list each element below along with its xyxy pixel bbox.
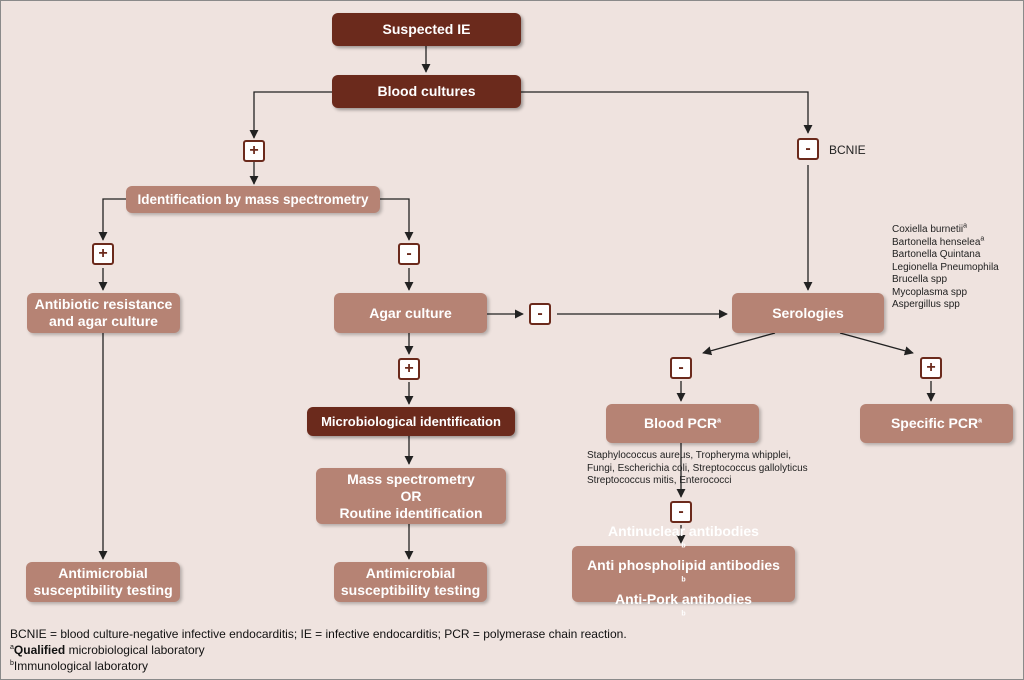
sign-minus: - [797, 138, 819, 160]
node-serologies: Serologies [732, 293, 884, 333]
organism-line: Fungi, Escherichia coli, Streptococcus g… [587, 462, 808, 474]
node-microbiological-identification: Microbiological identification [307, 407, 515, 436]
line-massspec-to-left-plus [98, 198, 128, 241]
node-suspected-ie: Suspected IE [332, 13, 521, 46]
sign-plus: + [92, 243, 114, 265]
line-cultures-to-minus [521, 91, 813, 134]
node-agar-culture: Agar culture [334, 293, 487, 333]
node-blood-cultures: Blood cultures [332, 75, 521, 108]
sign-plus: + [920, 357, 942, 379]
organism-line: Staphylococcus aureus, Tropheryma whippl… [587, 450, 791, 461]
organism-item: Aspergillus spp [892, 299, 960, 310]
organism-item: Mycoplasma spp [892, 286, 968, 298]
bcnie-label: BCNIE [829, 143, 866, 157]
sign-minus: - [529, 303, 551, 325]
line-cultures-to-plus [249, 91, 332, 139]
node-mass-spectrometry-identification: Identification by mass spectrometry [126, 186, 380, 213]
sign-plus: + [243, 140, 265, 162]
legend-note-b: bImmunological laboratory [10, 659, 148, 673]
organism-item: Legionella Pneumophila [892, 261, 999, 273]
line-massspec-to-right-minus [380, 198, 414, 241]
organism-item: Bartonella henseleaa [892, 235, 985, 248]
organism-item: Brucella spp [892, 274, 948, 285]
sign-minus: - [398, 243, 420, 265]
sign-plus: + [398, 358, 420, 380]
node-blood-pcr: Blood PCRa [606, 404, 759, 443]
legend-abbreviations: BCNIE = blood culture-negative infective… [10, 627, 627, 641]
arrow-serologies-to-minus [702, 332, 776, 356]
serology-organisms-list: Coxiella burnetiia Bartonella henseleaa … [892, 222, 999, 312]
sign-minus: - [670, 357, 692, 379]
organism-item: Bartonella Quintana [892, 249, 981, 260]
arrow-serologies-to-plus [839, 332, 914, 356]
legend-note-a: aQualified microbiological laboratory [10, 643, 205, 657]
sign-minus: - [670, 501, 692, 523]
organism-line: Streptococcus mitis, Enterococci [587, 475, 732, 486]
organism-item: Coxiella burnetiia [892, 222, 968, 235]
node-specific-pcr: Specific PCRa [860, 404, 1013, 443]
blood-pcr-organisms-list: Staphylococcus aureus, Tropheryma whippl… [587, 450, 817, 488]
